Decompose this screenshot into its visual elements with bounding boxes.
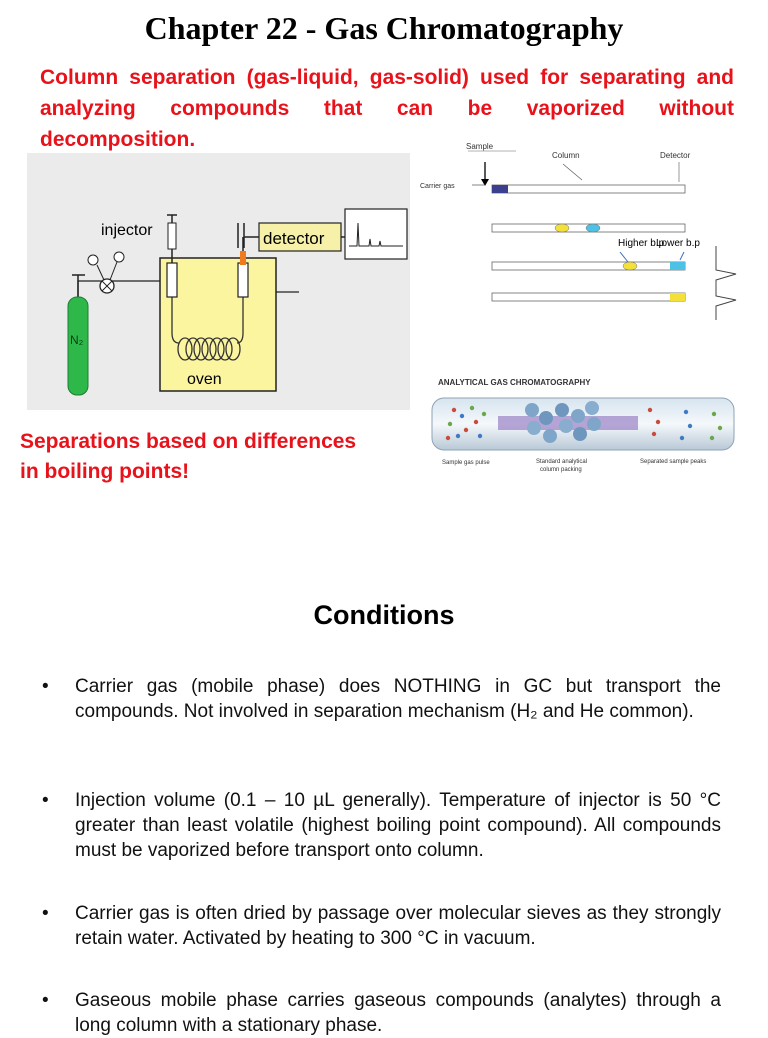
column-tube-3 — [491, 261, 686, 271]
sample-label: Sample — [466, 142, 494, 151]
intro-line-3: decomposition. — [40, 128, 196, 151]
column-packing — [525, 401, 601, 443]
flame — [240, 251, 246, 265]
recorder — [344, 208, 408, 260]
lower-bp-label: Lower b.p — [656, 238, 700, 249]
page-title: Chapter 22 - Gas Chromatography — [144, 10, 624, 46]
separated-peaks — [647, 407, 723, 441]
gas-cylinder — [67, 296, 89, 396]
detector-label-small: Detector — [660, 151, 691, 160]
cylinder-label: N₂ — [70, 333, 84, 347]
column-coil — [171, 283, 244, 361]
column-tube-4 — [491, 292, 686, 302]
analytical-gc-illustration: ANALYTICAL GAS CHROMATOGRAPHY Sample gas… — [431, 378, 735, 473]
sample-pulse — [445, 405, 487, 441]
carrier-gas-label: Carrier gas — [420, 183, 455, 190]
column-separation-diagram: Sample Column Detector Carrier gas Highe… — [420, 142, 737, 320]
column-label: Column — [552, 151, 580, 160]
label-separated-peaks: Separated sample peaks — [640, 459, 706, 465]
conditions-heading: Conditions — [313, 600, 455, 630]
column-tube-1 — [491, 184, 686, 194]
separation-line-1: Separations based on differences — [20, 430, 357, 453]
detector-label: detector — [263, 229, 325, 248]
separation-line-2: in boiling points! — [20, 460, 190, 483]
injector-label: injector — [101, 222, 153, 239]
analytical-heading: ANALYTICAL GAS CHROMATOGRAPHY — [438, 378, 591, 387]
gauge-icon — [87, 254, 99, 266]
label-sample-pulse: Sample gas pulse — [442, 460, 490, 466]
syringe — [167, 222, 177, 250]
intro-paragraph: Column separation (gas-liquid, gas-solid… — [40, 62, 734, 155]
bullet-text: Gaseous mobile phase carries gaseous com… — [75, 990, 721, 1036]
bullet-text: Carrier gas is often dried by passage ov… — [75, 903, 721, 949]
oven-label: oven — [187, 371, 222, 388]
separation-note: Separations based on differences in boil… — [20, 427, 400, 487]
gauge-icon — [113, 251, 125, 263]
higher-bp-label: Higher b.p — [618, 238, 665, 249]
label-packing-1: Standard analytical — [536, 459, 587, 465]
bullet-text: Injection volume (0.1 – 10 µL generally)… — [75, 790, 721, 861]
gc-apparatus-diagram: injector detector N₂ oven — [27, 153, 410, 410]
detector-box — [258, 222, 342, 252]
label-packing-2: column packing — [540, 467, 582, 473]
intro-line-2: analyzing compounds that can be vaporize… — [40, 97, 734, 120]
detector-port — [237, 262, 249, 298]
injector-port — [166, 262, 178, 298]
bullet-text: Carrier gas (mobile phase) does NOTHING … — [75, 676, 721, 722]
oven-box — [159, 257, 277, 392]
intro-line-1: Column separation (gas-liquid, gas-solid… — [40, 66, 734, 89]
